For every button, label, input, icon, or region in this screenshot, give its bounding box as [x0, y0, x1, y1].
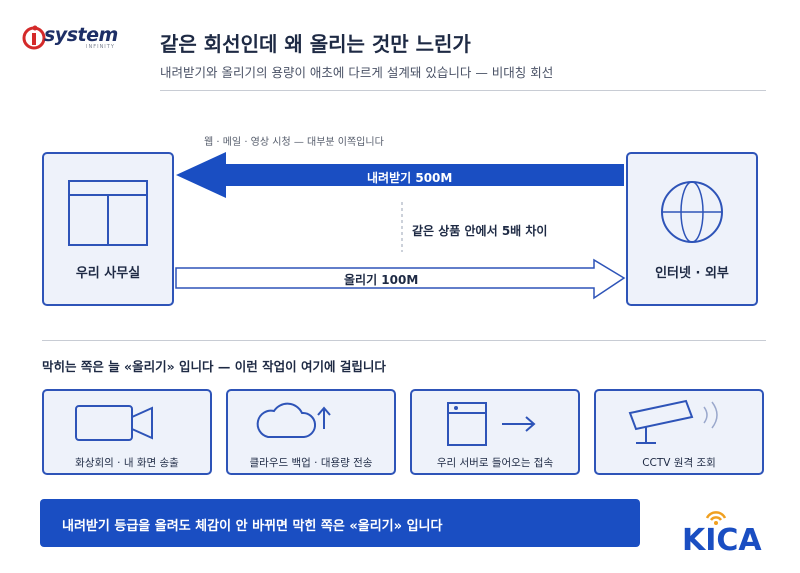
card-label: 화상회의 · 내 화면 송출 — [75, 457, 179, 469]
logo-subtext: INFINITY — [86, 44, 115, 50]
card-video-conference: 화상회의 · 내 화면 송출 — [42, 389, 212, 475]
page-title: 같은 회선인데 왜 올리는 것만 느린가 — [160, 32, 471, 56]
cctv-icon — [628, 399, 718, 444]
center-note: 같은 상품 안에서 5배 차이 — [412, 224, 548, 238]
kica-logo-text: KICA — [682, 523, 762, 556]
internet-node-label: 인터넷 · 외부 — [655, 266, 729, 281]
section-title: 막히는 쪽은 늘 «올리기» 입니다 — 이런 작업이 여기에 걸립니다 — [42, 359, 386, 374]
upload-label: 올리기 100M — [344, 273, 419, 287]
logo-text: system — [44, 24, 118, 46]
header-divider — [160, 90, 766, 91]
download-note: 웹 · 메일 · 영상 시청 — 대부분 이쪽입니다 — [204, 137, 384, 148]
cloud-upload-icon — [256, 402, 331, 438]
office-node-label: 우리 사무실 — [75, 266, 141, 281]
server-arrow-icon — [447, 402, 536, 446]
kica-logo-icon: KICA — [682, 511, 762, 556]
system-logo-icon — [22, 25, 46, 50]
dashed-divider — [401, 202, 403, 252]
card-label: 클라우드 백업 · 대용량 전송 — [249, 457, 373, 469]
office-node: 우리 사무실 — [42, 152, 174, 306]
download-label: 내려받기 500M — [367, 171, 453, 185]
window-layout-icon — [68, 180, 148, 246]
internet-node: 인터넷 · 외부 — [626, 152, 758, 306]
card-label: CCTV 원격 조회 — [642, 457, 716, 469]
banner-text: 내려받기 등급을 올려도 체감이 안 바뀌면 막힌 쪽은 «올리기» 입니다 — [62, 519, 443, 534]
upload-arrow — [175, 258, 626, 300]
conclusion-banner: 내려받기 등급을 올려도 체감이 안 바뀌면 막힌 쪽은 «올리기» 입니다 — [40, 499, 640, 547]
card-cloud-backup: 클라우드 백업 · 대용량 전송 — [226, 389, 396, 475]
download-arrow — [176, 152, 624, 198]
video-camera-icon — [75, 405, 153, 441]
card-server-access: 우리 서버로 들어오는 접속 — [410, 389, 580, 475]
globe-icon — [661, 181, 723, 243]
card-label: 우리 서버로 들어오는 접속 — [436, 457, 554, 469]
page-subtitle: 내려받기와 올리기의 용량이 애초에 다르게 설계돼 있습니다 — 비대칭 회선 — [160, 65, 554, 80]
card-cctv: CCTV 원격 조회 — [594, 389, 764, 475]
section-divider — [42, 340, 766, 341]
